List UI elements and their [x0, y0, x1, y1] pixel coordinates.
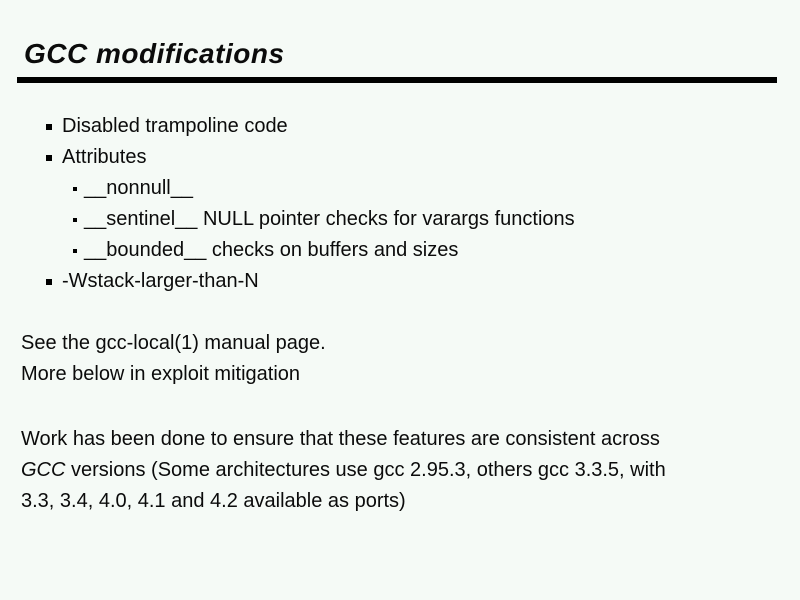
- bullet-subitem: __sentinel__ NULL pointer checks for var…: [0, 204, 575, 235]
- bullet-list: Disabled trampoline code Attributes __no…: [0, 111, 575, 297]
- bullet-text: Attributes: [62, 146, 147, 168]
- paragraph-line: Work has been done to ensure that these …: [21, 428, 660, 450]
- square-bullet-icon: [46, 155, 52, 161]
- notes-block: See the gcc-local(1) manual page. More b…: [21, 328, 326, 390]
- bullet-item: Disabled trampoline code: [0, 111, 575, 142]
- bullet-text: Disabled trampoline code: [62, 115, 288, 137]
- bullet-subitem: __nonnull__: [0, 173, 575, 204]
- paragraph-line: 3.3, 3.4, 4.0, 4.1 and 4.2 available as …: [21, 490, 406, 512]
- square-bullet-icon: [73, 187, 77, 191]
- bullet-text: __sentinel__ NULL pointer checks for var…: [84, 208, 575, 230]
- bullet-text: __nonnull__: [84, 177, 193, 199]
- notes-line: See the gcc-local(1) manual page.: [21, 332, 326, 354]
- slide-title: GCC modifications: [24, 38, 285, 69]
- bullet-text: -Wstack-larger-than-N: [62, 270, 259, 292]
- bullet-item: Attributes: [0, 142, 575, 173]
- square-bullet-icon: [46, 279, 52, 285]
- paragraph-line: versions (Some architectures use gcc 2.9…: [65, 459, 666, 481]
- bullet-item: -Wstack-larger-than-N: [0, 266, 575, 297]
- square-bullet-icon: [73, 218, 77, 222]
- square-bullet-icon: [73, 249, 77, 253]
- title-underline: [17, 77, 777, 83]
- bullet-subitem: __bounded__ checks on buffers and sizes: [0, 235, 575, 266]
- bullet-text: __bounded__ checks on buffers and sizes: [84, 239, 459, 261]
- notes-line: More below in exploit mitigation: [21, 363, 301, 385]
- square-bullet-icon: [46, 124, 52, 130]
- paragraph-block: Work has been done to ensure that these …: [21, 424, 666, 517]
- paragraph-italic-text: GCC: [21, 459, 66, 481]
